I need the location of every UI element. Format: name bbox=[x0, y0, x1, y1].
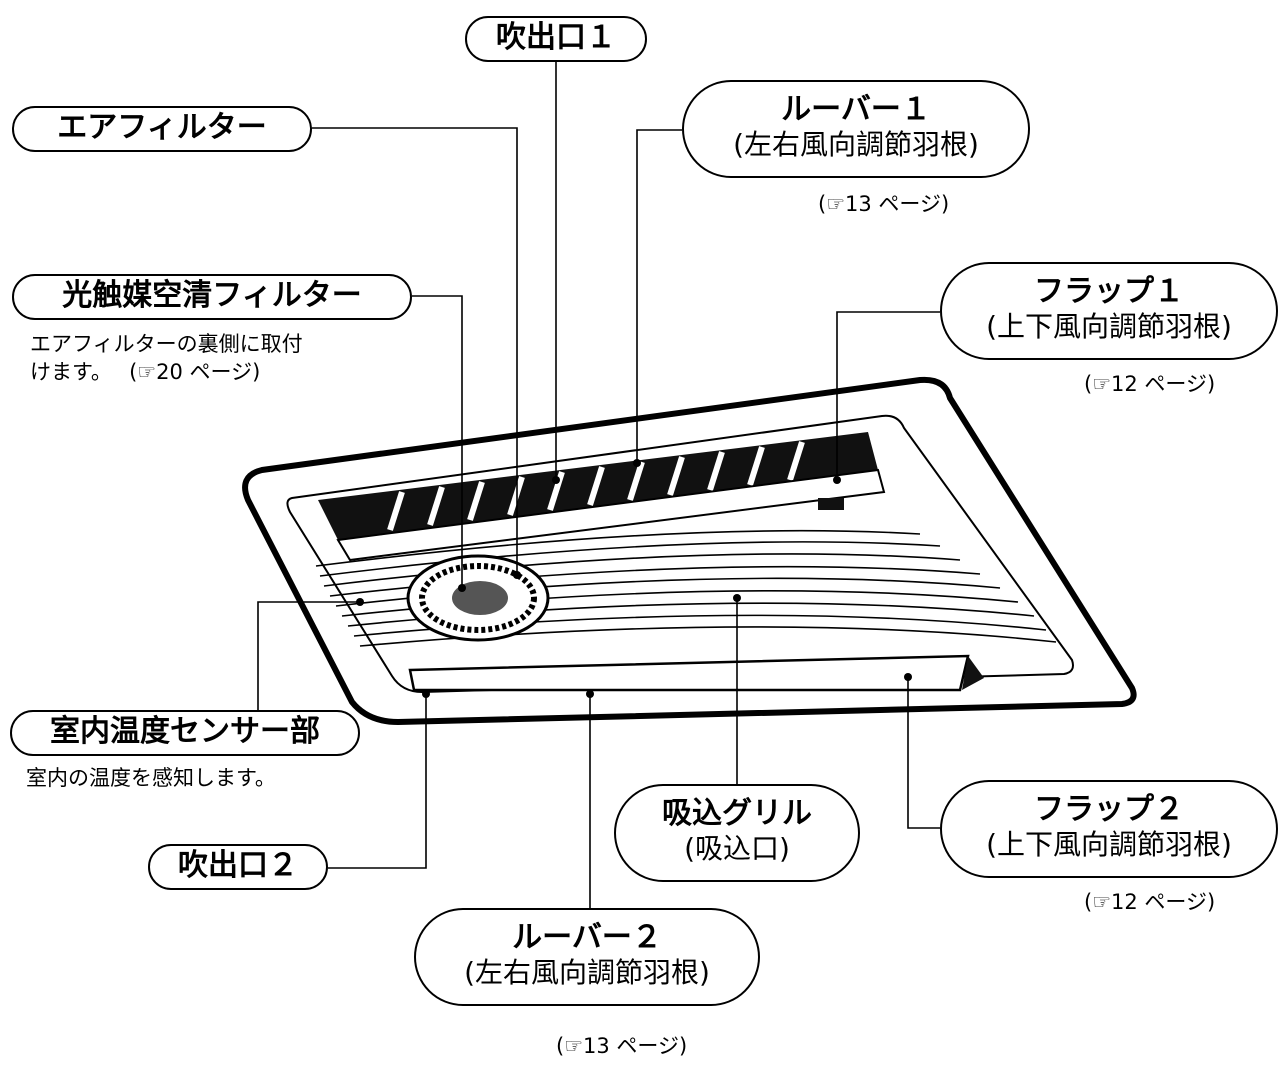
label-flap-1-title: フラップ１ bbox=[1034, 274, 1184, 309]
leader-dots bbox=[356, 459, 912, 698]
label-photocatalyst-filter-text: 光触媒空清フィルター bbox=[62, 278, 362, 313]
label-room-temp-sensor: 室内温度センサー部 bbox=[10, 710, 360, 756]
label-flap-1: フラップ１ (上下風向調節羽根) bbox=[940, 262, 1278, 360]
label-flap-2: フラップ２ (上下風向調節羽根) bbox=[940, 780, 1278, 878]
label-outlet-1: 吹出口１ bbox=[465, 16, 647, 62]
photocatalyst-note-line-2: けます。 (☞20 ページ) bbox=[30, 360, 261, 384]
flap-1-page-ref: (☞12 ページ) bbox=[1084, 372, 1216, 396]
label-outlet-2: 吹出口２ bbox=[148, 844, 328, 890]
label-flap-2-title: フラップ２ bbox=[1034, 792, 1184, 827]
label-flap-1-sub: (上下風向調節羽根) bbox=[986, 310, 1232, 343]
label-louver-2-sub: (左右風向調節羽根) bbox=[464, 956, 710, 989]
label-intake-grille: 吸込グリル (吸込口) bbox=[614, 784, 860, 882]
label-louver-1-title: ルーバー１ bbox=[781, 92, 931, 127]
flap-1 bbox=[336, 468, 886, 562]
label-louver-1-sub: (左右風向調節羽根) bbox=[733, 128, 979, 161]
louver-1-vanes bbox=[387, 441, 805, 531]
label-outlet-2-text: 吹出口２ bbox=[178, 848, 298, 883]
label-intake-grille-sub: (吸込口) bbox=[684, 832, 790, 865]
louver-1-page-ref: (☞13 ページ) bbox=[818, 192, 950, 216]
label-flap-2-sub: (上下風向調節羽根) bbox=[986, 828, 1232, 861]
label-air-filter: エアフィルター bbox=[12, 106, 312, 152]
photocatalyst-note-line-1: エアフィルターの裏側に取付 bbox=[30, 332, 303, 356]
label-louver-2-title: ルーバー２ bbox=[512, 920, 662, 955]
flap-2 bbox=[408, 654, 970, 692]
room-temp-sensor-note: 室内の温度を感知します。 bbox=[26, 766, 276, 790]
label-intake-grille-title: 吸込グリル bbox=[662, 796, 812, 831]
louver-2-page-ref: (☞13 ページ) bbox=[556, 1034, 688, 1058]
outlet-2-slot bbox=[962, 656, 984, 690]
photocatalyst-filter-graphic bbox=[406, 554, 550, 642]
label-photocatalyst-filter: 光触媒空清フィルター bbox=[12, 274, 412, 320]
label-louver-1: ルーバー１ (左右風向調節羽根) bbox=[682, 80, 1030, 178]
flap-2-page-ref: (☞12 ページ) bbox=[1084, 890, 1216, 914]
leader-lines bbox=[257, 62, 940, 908]
label-louver-2: ルーバー２ (左右風向調節羽根) bbox=[414, 908, 760, 1006]
label-room-temp-sensor-text: 室内温度センサー部 bbox=[50, 714, 320, 749]
label-outlet-1-text: 吹出口１ bbox=[496, 20, 616, 55]
label-air-filter-text: エアフィルター bbox=[57, 110, 267, 145]
